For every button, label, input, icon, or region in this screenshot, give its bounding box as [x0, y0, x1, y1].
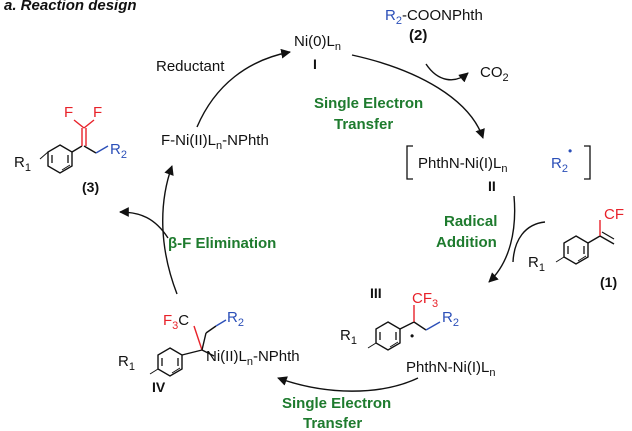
- intermediate-iv-number: IV: [152, 379, 166, 395]
- cycle-arrow-beta-f: [162, 165, 178, 295]
- heading: a. Reaction design: [4, 0, 137, 14]
- intermediate-iv-r1: R1: [118, 353, 135, 373]
- substrate-1-cf: CF: [604, 206, 624, 223]
- intermediate-iii-structure: [367, 305, 441, 351]
- co2-label: CO2: [480, 64, 509, 84]
- intermediate-iii-number: III: [370, 285, 382, 301]
- complex-ii-radical-dot: •: [568, 144, 572, 158]
- cycle-arrow-reductant: [196, 48, 291, 128]
- intermediate-iii-cf3: CF3: [412, 290, 438, 310]
- step4-line2: Transfer: [303, 415, 362, 431]
- intermediate-iii-r2: R2: [442, 309, 459, 329]
- intermediate-iv-structure: [149, 319, 227, 377]
- product-3-f2: F: [93, 104, 102, 121]
- substrate-1-label: (1): [600, 274, 617, 290]
- product-release-arrow: [119, 207, 169, 239]
- bracket-right: [584, 145, 591, 180]
- cycle-arrow-set-1: [351, 54, 485, 139]
- step1-line2: Transfer: [334, 116, 393, 133]
- substrate-1-r1: R1: [528, 254, 545, 274]
- ni0-species: Ni(0)Ln: [294, 33, 341, 53]
- intermediate-iii-ni: PhthN-Ni(I)Ln: [406, 359, 495, 379]
- intermediate-iii-radical-dot: •: [410, 329, 414, 343]
- reagent-2: R2-COONPhth: [385, 7, 483, 27]
- intermediate-iii-r1: R1: [340, 327, 357, 347]
- substrate-entry-arrow: [512, 221, 546, 263]
- substrate-1-structure: [555, 220, 615, 265]
- bracket-left: [406, 145, 413, 180]
- cycle-arrow-set-2: [277, 376, 419, 392]
- complex-ii-ni: PhthN-Ni(I)Ln: [418, 155, 507, 175]
- product-3-r2: R2: [110, 141, 127, 161]
- product-3-label: (3): [82, 179, 99, 195]
- intermediate-iv-f3c: F3C: [163, 312, 189, 332]
- product-3-f1: F: [64, 104, 73, 121]
- step1-line1: Single Electron: [314, 95, 423, 112]
- step2-line2: Addition: [436, 234, 497, 251]
- co2-release-arrow: [425, 63, 469, 83]
- cycle-arrow-radical-addition: [488, 195, 516, 283]
- complex-ii-number: II: [488, 178, 496, 194]
- step3-label: β-F Elimination: [168, 235, 276, 252]
- complex-ii-radical: R2: [551, 155, 568, 175]
- reductant-label: Reductant: [156, 58, 225, 75]
- product-3-r1: R1: [14, 154, 31, 174]
- ni0-number: I: [313, 56, 317, 72]
- step4-line1: Single Electron: [282, 395, 391, 412]
- intermediate-iv-r2: R2: [227, 309, 244, 329]
- intermediate-iv-ni: Ni(II)Ln-NPhth: [206, 348, 300, 368]
- ni-fluoride-species: F-Ni(II)Ln-NPhth: [161, 132, 269, 152]
- product-3-structure: [39, 119, 109, 174]
- reagent-2-label: (2): [409, 27, 427, 44]
- step2-line1: Radical: [444, 213, 497, 230]
